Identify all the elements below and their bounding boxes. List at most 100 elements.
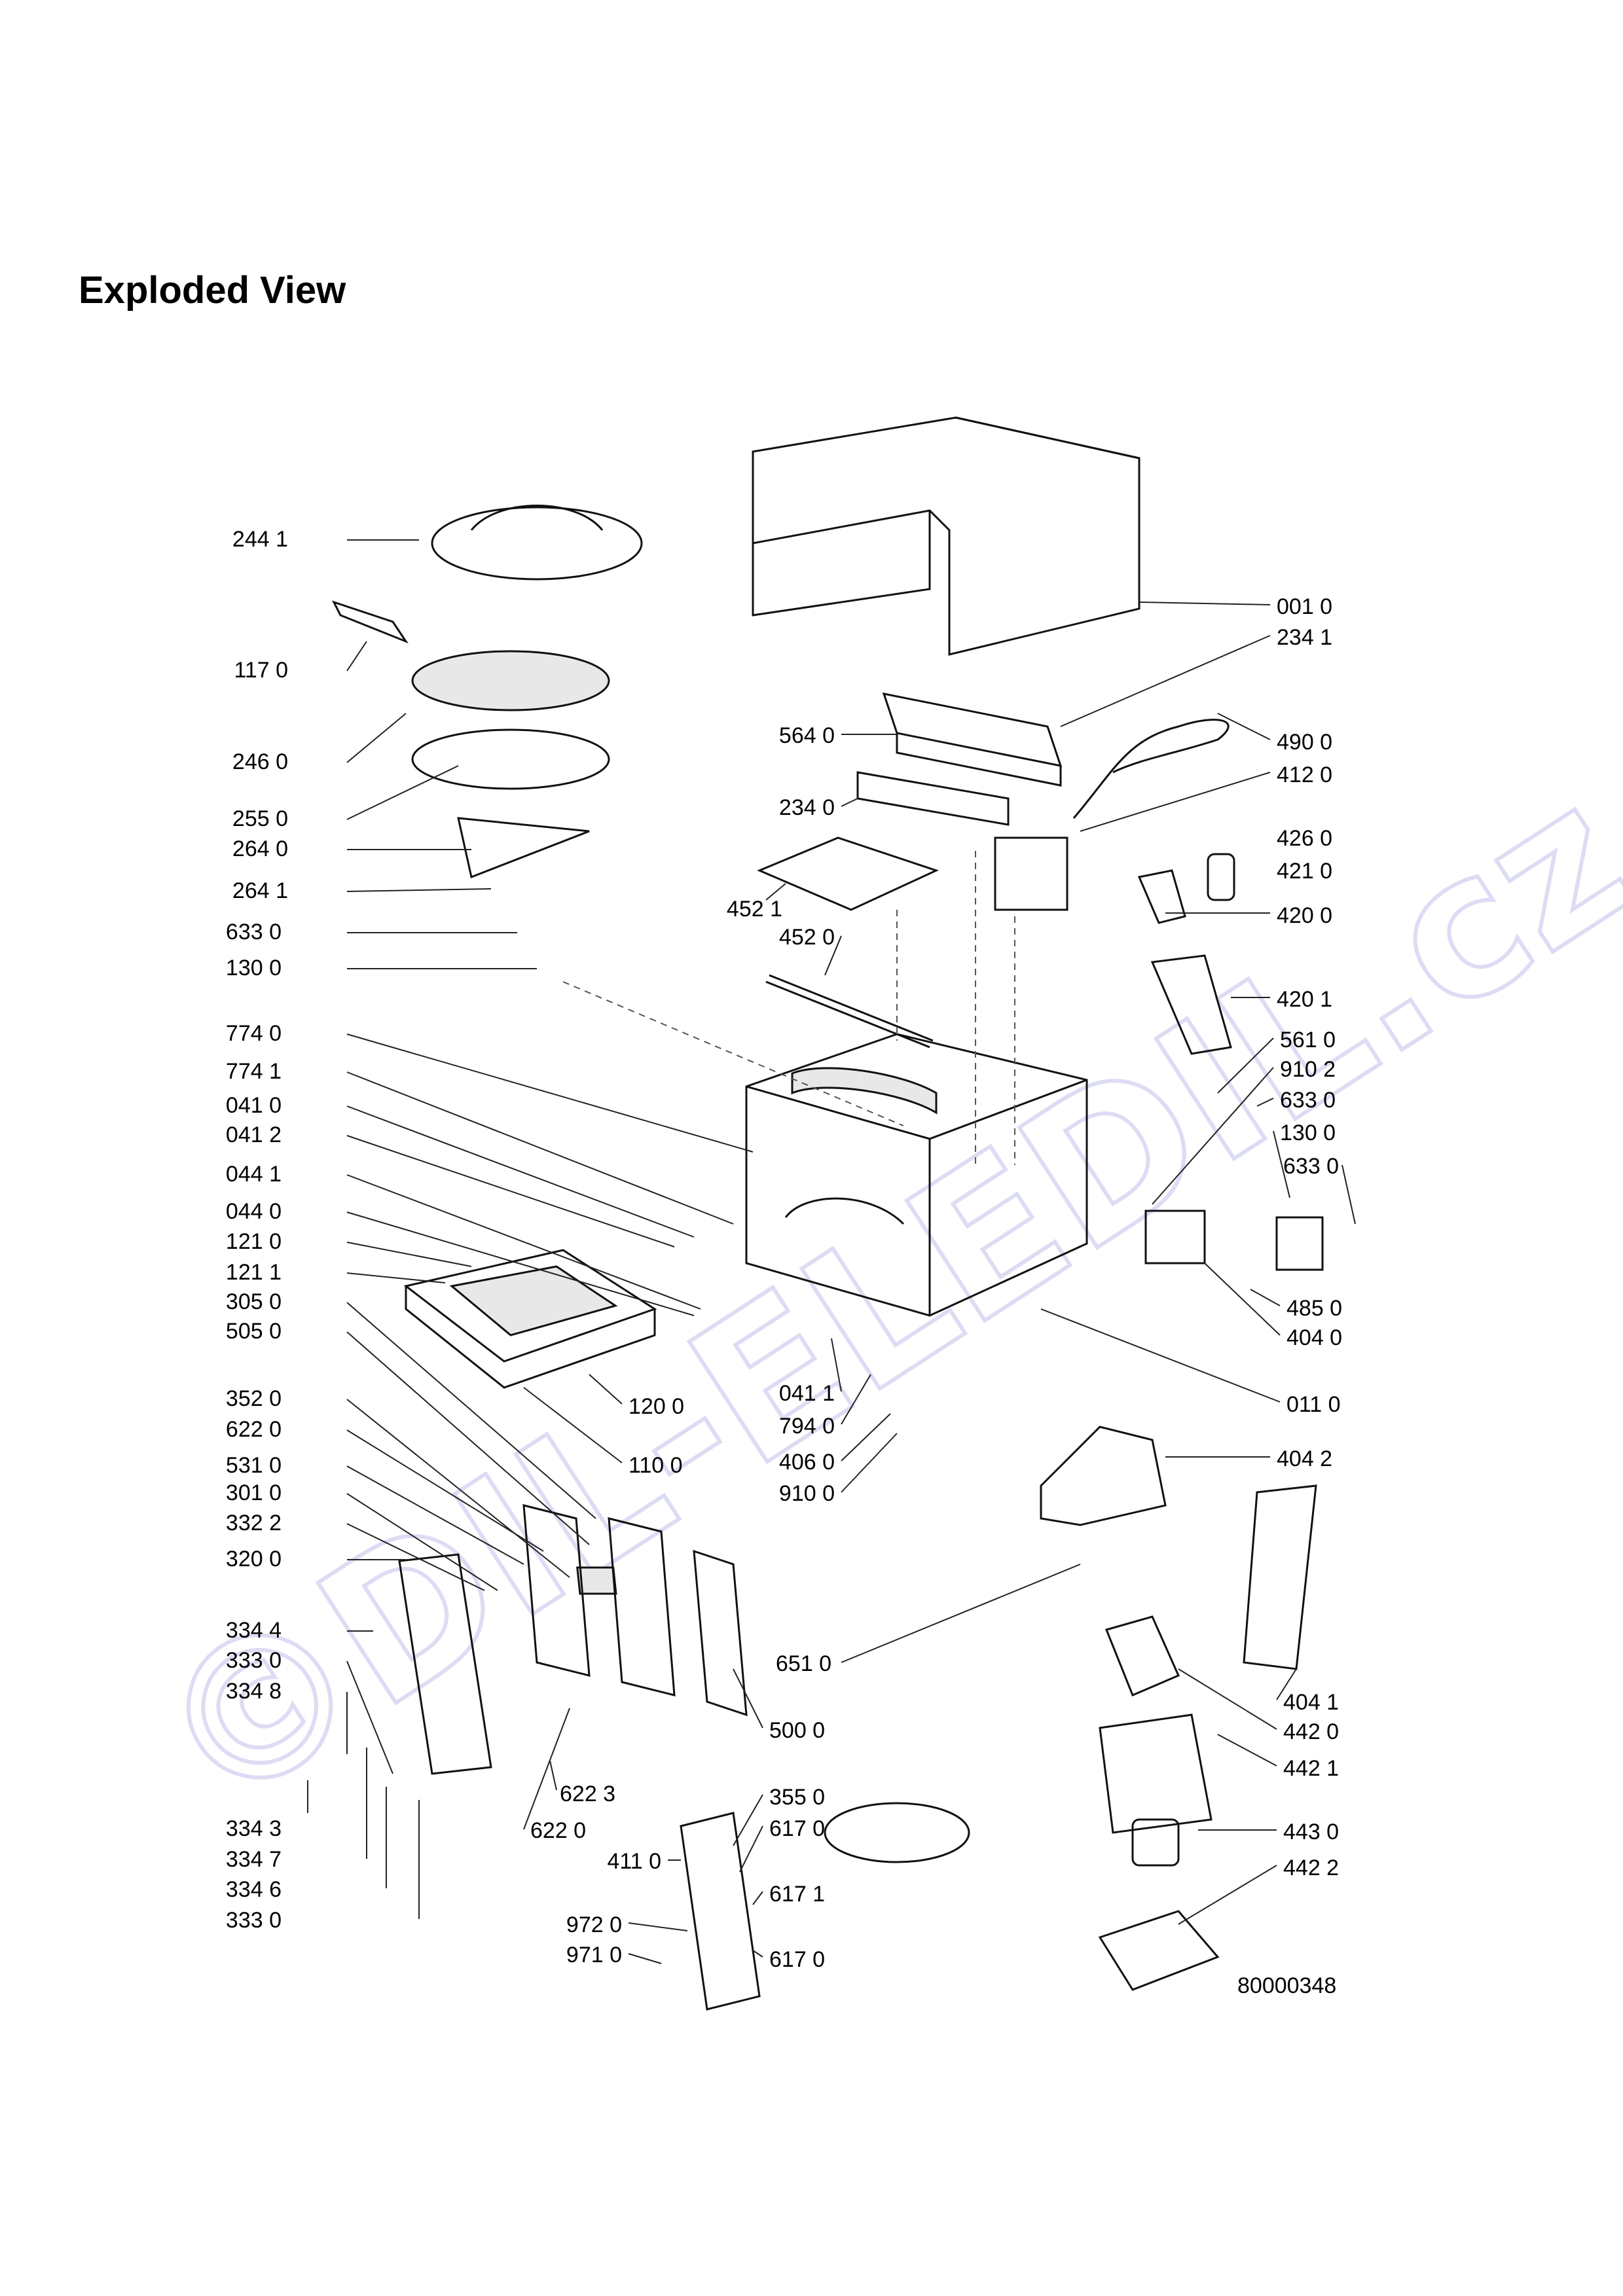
leader-line-6220a [346, 1429, 544, 1552]
part-label-3344: 334 4 [226, 1618, 282, 1643]
leader-line-4421 [1217, 1734, 1277, 1767]
mounting-plate-part [1150, 954, 1232, 1055]
leader-line-4850 [1250, 1289, 1281, 1306]
leader-line-6510 [841, 1564, 1081, 1663]
leader-line-0440 [346, 1211, 695, 1316]
part-label-3322: 332 2 [226, 1511, 282, 1535]
part-label-0410: 041 0 [226, 1093, 282, 1118]
part-label-1200: 120 0 [629, 1394, 684, 1419]
air-duct-part [1040, 1426, 1167, 1526]
page-title: Exploded View [79, 269, 346, 312]
part-label-6170a: 617 0 [769, 1816, 825, 1841]
part-label-0412: 041 2 [226, 1122, 282, 1147]
leader-line-4520 [824, 935, 842, 976]
leader-line-3010 [346, 1493, 498, 1591]
leader-line-0411 [831, 1338, 842, 1392]
leader-line-2341 [1060, 635, 1271, 727]
capacitor-bracket-part [1137, 869, 1186, 924]
leader-line-5000 [733, 1668, 763, 1729]
leader-lines [307, 539, 1356, 1964]
leader-line-5050 [346, 1331, 590, 1545]
leader-line-0441 [346, 1174, 701, 1310]
leader-line-9102 [1152, 1067, 1274, 1205]
leader-line-4900 [1217, 713, 1271, 740]
drawing-number: 80000348 [1237, 1973, 1336, 1998]
leader-line-1100 [523, 1387, 623, 1463]
part-label-2340a: 234 0 [779, 795, 835, 820]
leader-line-4422 [1178, 1865, 1277, 1925]
fan-motor-part [1099, 1713, 1213, 1834]
part-label-5050: 505 0 [226, 1319, 282, 1344]
part-label-6330b: 633 0 [1280, 1088, 1336, 1113]
part-label-1100: 110 0 [629, 1453, 683, 1478]
part-label-4042: 404 2 [1277, 1446, 1332, 1471]
part-label-2550: 255 0 [232, 806, 288, 831]
outer-cover-part [752, 416, 1140, 656]
leader-line-3050 [346, 1302, 596, 1519]
part-label-6330c: 633 0 [1283, 1154, 1339, 1179]
part-label-9710: 971 0 [566, 1943, 622, 1967]
leader-line-4521 [765, 883, 786, 901]
part-label-5310: 531 0 [226, 1453, 282, 1478]
part-label-4120: 412 0 [1277, 762, 1332, 787]
leader-line-0412 [346, 1135, 675, 1247]
part-label-5640: 564 0 [779, 723, 835, 748]
part-label-6170b: 617 0 [769, 1947, 825, 1972]
part-label-3348: 334 8 [226, 1679, 282, 1704]
leader-line-6170b [752, 1950, 763, 1958]
part-label-9100: 910 0 [779, 1481, 835, 1506]
part-label-3330b: 333 0 [226, 1908, 282, 1933]
part-label-0411: 041 1 [779, 1381, 835, 1406]
part-label-1211: 121 1 [226, 1260, 282, 1285]
part-label-7741: 774 1 [226, 1059, 282, 1084]
leader-line-7741 [346, 1071, 734, 1225]
cover-dome-part [431, 506, 643, 581]
part-label-4420: 442 0 [1283, 1719, 1339, 1744]
part-label-4430: 443 0 [1283, 1820, 1339, 1844]
part-label-4520: 452 0 [779, 925, 835, 950]
part-label-4210: 421 0 [1277, 859, 1332, 884]
leader-line-9710 [628, 1953, 662, 1964]
part-label-3330a: 333 0 [226, 1648, 282, 1673]
part-label-4850: 485 0 [1286, 1296, 1342, 1321]
part-label-3010: 301 0 [226, 1480, 282, 1505]
leader-line-5610 [1217, 1037, 1274, 1094]
part-label-2641: 264 1 [232, 878, 288, 903]
leader-line-4120 [1080, 772, 1271, 832]
leader-line-0410 [346, 1105, 695, 1238]
part-label-3347: 334 7 [226, 1847, 282, 1872]
switch-holder-part [1275, 1216, 1324, 1271]
part-label-4110: 411 0 [607, 1849, 661, 1874]
leader-line-4420 [1178, 1668, 1277, 1730]
watermark: ©DIL-ELEDIL.cz [117, 742, 1623, 1858]
leader-line-0010 [1139, 601, 1271, 605]
fan-base-plate-part [1098, 1910, 1220, 1991]
fan-bracket-part [1104, 1615, 1180, 1696]
leader-line-5310 [346, 1465, 524, 1565]
part-label-3050: 305 0 [226, 1289, 282, 1314]
part-label-6220a: 622 0 [226, 1417, 282, 1442]
leader-line-3550 [733, 1794, 763, 1846]
leader-line-4060 [841, 1413, 891, 1462]
part-label-2460: 246 0 [232, 749, 288, 774]
part-label-5000: 500 0 [769, 1718, 825, 1743]
fan-blade-part [1131, 1818, 1180, 1867]
door-assembly-part [403, 1249, 657, 1389]
grill-rack-part [411, 650, 610, 711]
part-label-0441: 044 1 [226, 1162, 282, 1187]
leader-line-2641 [346, 888, 492, 892]
hood-part [757, 836, 939, 911]
roller-support-part [457, 817, 590, 879]
leader-line-9720 [628, 1922, 688, 1931]
leader-line-6170a [739, 1825, 763, 1873]
leader-line-1170 [346, 641, 367, 672]
part-label-2341: 234 1 [1277, 625, 1332, 650]
part-label-1210: 121 0 [226, 1229, 282, 1254]
leader-line-3330a [346, 1660, 393, 1774]
leader-line-4041 [1276, 1668, 1297, 1700]
part-label-7940: 794 0 [779, 1414, 835, 1439]
part-label-4060: 406 0 [779, 1450, 835, 1475]
part-label-3346: 334 6 [226, 1877, 282, 1902]
